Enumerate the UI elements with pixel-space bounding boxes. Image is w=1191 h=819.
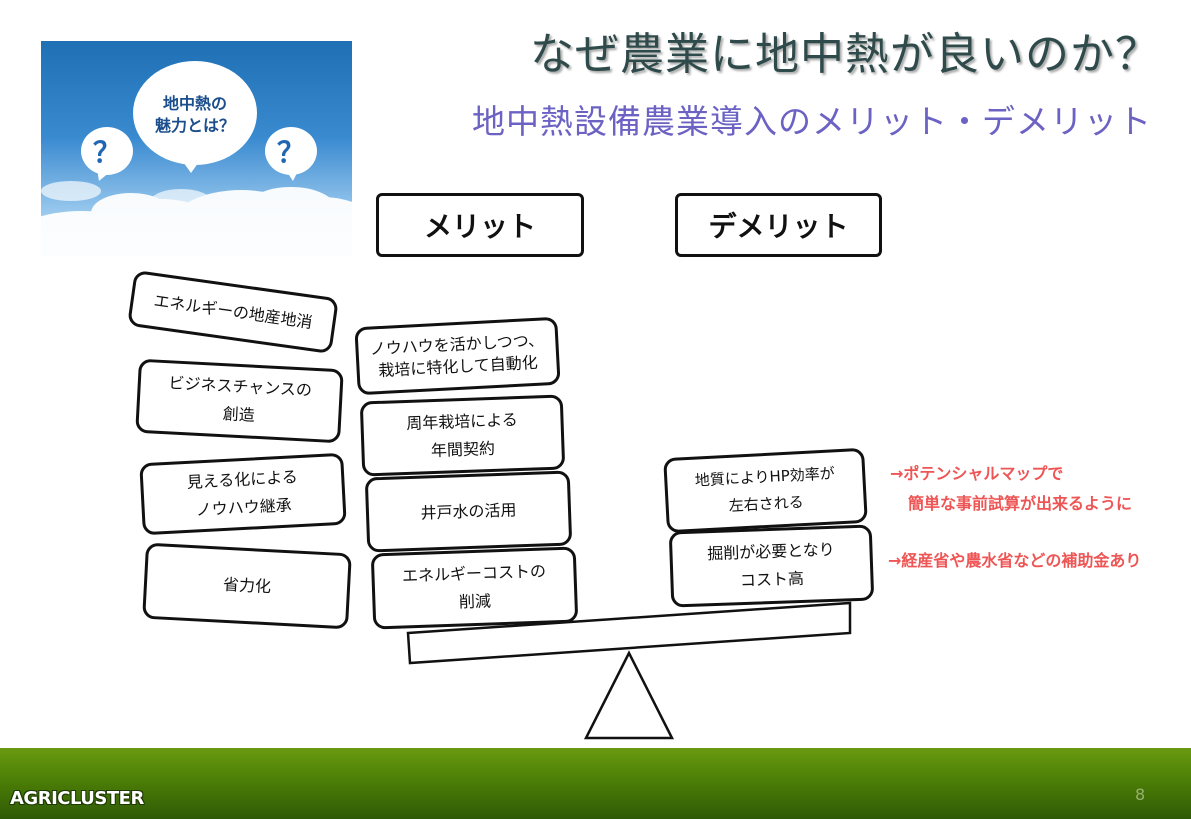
- demerit-header: デメリット: [675, 193, 882, 257]
- merit-card-1: エネルギーの地産地消: [127, 269, 339, 355]
- bubble-text: 地中熱の 魅力とは？: [145, 93, 245, 136]
- note-subsidy: →経産省や農水省などの補助金あり: [888, 551, 1142, 570]
- merit-card-8-line1: エネルギーコストの: [401, 561, 547, 586]
- merit-card-4-line1: 省力化: [222, 574, 272, 597]
- merit-card-7: 井戸水の活用: [364, 470, 573, 553]
- merit-card-5: ノウハウを活かしつつ、 栽培に特化して自動化: [354, 316, 561, 396]
- question-mark-right: ？: [276, 136, 305, 169]
- question-mark-left: ？: [92, 136, 121, 169]
- scale-beam: [406, 601, 852, 665]
- demerit-card-2-line1: 掘削が必要となり: [706, 539, 836, 564]
- slide-title: なぜ農業に地中熱が良いのか？: [530, 29, 1160, 80]
- clouds-illustration: [41, 61, 352, 256]
- bubble-text-line1: 地中熱の: [162, 94, 227, 113]
- footer-bar: [0, 748, 1191, 819]
- note-potential-map-line2: 簡単な事前試算が出来るように: [908, 494, 1133, 513]
- demerit-card-1: 地質によりHP効率が 左右される: [663, 447, 868, 534]
- demerit-card-2-line2: コスト高: [739, 568, 805, 591]
- merit-card-1-line1: エネルギーの地産地消: [152, 290, 314, 333]
- sky-illustration: 地中熱の 魅力とは？ ？ ？: [41, 41, 352, 256]
- merit-card-7-line1: 井戸水の活用: [420, 499, 517, 523]
- merit-card-3-line2: ノウハウ継承: [195, 495, 293, 520]
- page-number: 8: [1135, 785, 1146, 804]
- merit-header: メリット: [376, 193, 584, 257]
- merit-card-6-line1: 周年栽培による: [405, 409, 519, 433]
- note-potential-map-line1: →ポテンシャルマップで: [890, 464, 1064, 483]
- merit-card-4: 省力化: [142, 542, 352, 630]
- merit-card-2: ビジネスチャンスの 創造: [135, 358, 344, 444]
- merit-card-6: 周年栽培による 年間契約: [359, 394, 566, 477]
- bubble-text-line2: 魅力とは？: [154, 115, 235, 135]
- balance-scale: [406, 601, 852, 740]
- merit-card-6-line2: 年間契約: [430, 438, 496, 460]
- brand-logo: AGRICLUSTER: [10, 788, 144, 809]
- slide-subtitle: 地中熱設備農業導入のメリット・デメリット: [472, 102, 1152, 141]
- scale-fulcrum: [583, 650, 675, 740]
- merit-card-3: 見える化による ノウハウ継承: [139, 452, 347, 536]
